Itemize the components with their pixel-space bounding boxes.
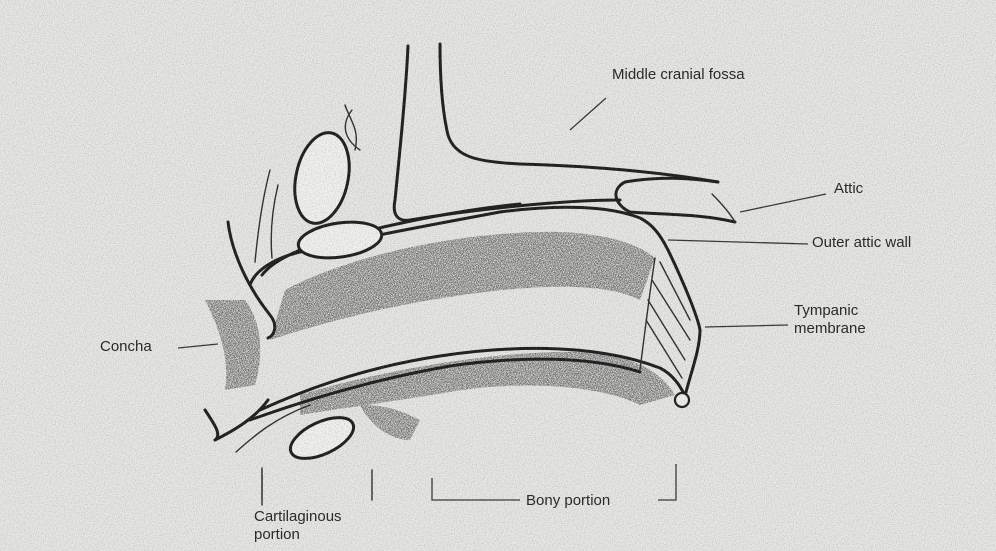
label-tympanic-line1: Tympanic bbox=[794, 302, 858, 319]
label-cartilaginous-line2: portion bbox=[254, 526, 300, 543]
label-middle-cranial-fossa: Middle cranial fossa bbox=[612, 66, 745, 83]
label-bony-portion: Bony portion bbox=[526, 492, 610, 509]
label-attic: Attic bbox=[834, 180, 863, 197]
label-tympanic-line2: membrane bbox=[794, 320, 866, 337]
label-cartilaginous-line1: Cartilaginous bbox=[254, 508, 342, 525]
label-concha: Concha bbox=[100, 338, 152, 355]
label-outer-attic-wall: Outer attic wall bbox=[812, 234, 911, 251]
